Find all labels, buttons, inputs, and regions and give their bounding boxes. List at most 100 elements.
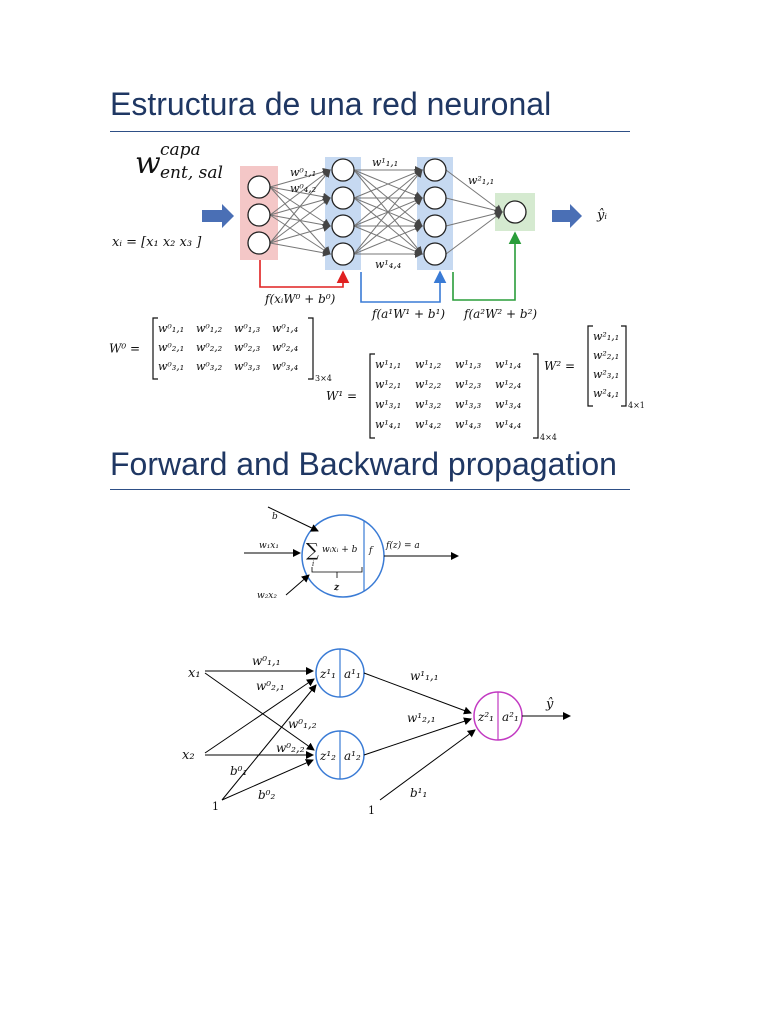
activation-f0: f(xᵢW⁰ + b⁰) <box>264 292 336 306</box>
z-brace <box>311 567 363 578</box>
single-neuron-diagram: ∑ b w₁x₁ w₂x₂ wᵢxᵢ + b i f z f(z) = a <box>244 506 459 601</box>
matW1-cell: w¹₃,₃ <box>455 398 481 411</box>
matW1-cell: w¹₃,₂ <box>415 398 441 411</box>
w2x2-arrow <box>285 574 310 596</box>
matW1-cell: w¹₃,₁ <box>375 398 401 411</box>
neuron-sum-label: wᵢxᵢ + b <box>322 545 358 555</box>
out-a: a²₁ <box>502 710 519 724</box>
matW1-dimension: 4×4 <box>540 433 557 442</box>
matW1-cell: w¹₄,₂ <box>415 418 441 431</box>
bias-input-2: 1 <box>368 804 375 817</box>
edge-w11-1: w¹₁,₁ <box>410 669 439 683</box>
neuron-b-label: b <box>272 512 278 522</box>
activation-f2: f(a²W² + b²) <box>463 307 537 321</box>
output-arrow-icon <box>552 204 582 228</box>
matW2-dimension: 4×1 <box>628 401 645 410</box>
matW0-cell: w⁰₃,₁ <box>158 360 184 373</box>
matW0-label: W⁰ = <box>109 342 140 356</box>
activation-path-red <box>259 260 350 288</box>
matW0-dimension: 3×4 <box>315 374 332 383</box>
neuron-l2-n2 <box>423 214 447 238</box>
sum-symbol: ∑ <box>306 540 319 561</box>
activation-f1: f(a¹W¹ + b¹) <box>371 307 445 321</box>
weight-w11-2: w²₁,₁ <box>468 174 494 187</box>
activation-path-blue <box>360 270 447 303</box>
neuron-l1-n3 <box>331 242 355 266</box>
yhat-label: ŷ <box>545 697 554 712</box>
neuron-l0-n2 <box>247 231 271 255</box>
matW1-brackets <box>369 353 539 439</box>
bias-input-1: 1 <box>212 800 219 813</box>
n1-a: a¹₁ <box>344 667 361 681</box>
n1-z: z¹₁ <box>319 667 336 681</box>
edge-w11-0: w⁰₁,₁ <box>252 654 281 668</box>
title-underline-2 <box>110 489 630 490</box>
neuron-sum-index: i <box>312 560 314 568</box>
matW0-cell: w⁰₂,₃ <box>234 341 260 354</box>
neuron-w2x2-label: w₂x₂ <box>257 591 277 601</box>
matW1-cell: w¹₄,₁ <box>375 418 401 431</box>
input-arrow-icon <box>202 204 234 228</box>
n2-a: a¹₂ <box>344 749 361 763</box>
neuron-z-label: z <box>333 583 340 593</box>
weight-superscript: capa <box>160 140 201 160</box>
matW1-cell: w¹₁,₃ <box>455 358 481 371</box>
matW0-cell: w⁰₂,₄ <box>272 341 298 354</box>
matW0-cell: w⁰₁,₄ <box>272 322 298 335</box>
small-network-diagram: x₁ x₂ 1 1 w⁰₁,₁ w⁰₂,₁ w⁰₁,₂ w⁰₂,₂ b⁰₁ b⁰… <box>182 648 571 817</box>
matW0-cell: w⁰₁,₁ <box>158 322 184 335</box>
section-title-structure: Estructura de una red neuronal <box>110 86 552 122</box>
matW1-cell: w¹₂,₁ <box>375 378 401 391</box>
matW1-cell: w¹₄,₃ <box>455 418 481 431</box>
matW2-cell: w²₁,₁ <box>593 330 619 343</box>
matW0-cell: w⁰₁,₃ <box>234 322 260 335</box>
matrix-W0: W⁰ = w⁰₁,₁ w⁰₁,₂ w⁰₁,₃ w⁰₁,₄ w⁰₂,₁ w⁰₂,₂ w⁰₂,₃ w… <box>109 317 332 383</box>
matW1-cell: w¹₂,₂ <box>415 378 441 391</box>
edge-w21-0: w⁰₂,₁ <box>256 679 285 693</box>
matW2-cell: w²₂,₁ <box>593 349 619 362</box>
neuron-l1-n2 <box>331 214 355 238</box>
title-underline <box>110 131 630 132</box>
edge-b1-1: b¹₁ <box>410 786 427 800</box>
edge-b2-0: b⁰₂ <box>258 788 275 802</box>
weight-w42-0: w⁰₄,₂ <box>290 182 316 195</box>
edge-b1-0: b⁰₁ <box>230 764 247 778</box>
matW1-label: W¹ = <box>326 389 357 403</box>
neuron-l0-n0 <box>247 175 271 199</box>
matW1-cell: w¹₂,₃ <box>455 378 481 391</box>
neuron-output-label: f(z) = a <box>385 540 420 551</box>
matW1-cell: w¹₁,₂ <box>415 358 441 371</box>
network-neurons <box>247 158 527 266</box>
bias-arrow <box>267 506 319 532</box>
network-connections <box>269 166 503 258</box>
matW0-brackets <box>152 317 314 380</box>
weight-w44-1: w¹₄,₄ <box>375 258 401 271</box>
matW1-cell: w¹₄,₄ <box>495 418 521 431</box>
matW2-cell: w²₄,₁ <box>593 387 619 400</box>
out-z: z²₁ <box>477 710 494 724</box>
matW0-cell: w⁰₂,₂ <box>196 341 222 354</box>
input-x1: x₁ <box>188 666 201 681</box>
neuron-l1-n1 <box>331 186 355 210</box>
matW0-cell: w⁰₃,₃ <box>234 360 260 373</box>
input-x2: x₂ <box>182 748 195 763</box>
weight-notation: w capa ent, sal <box>135 140 223 183</box>
output-label: ŷᵢ <box>596 208 607 223</box>
neuron-l0-n1 <box>247 203 271 227</box>
matW0-cell: w⁰₁,₂ <box>196 322 222 335</box>
weight-subscript: ent, sal <box>160 163 223 183</box>
network-edges <box>204 667 571 801</box>
matW1-cell: w¹₃,₄ <box>495 398 521 411</box>
neuron-f-label: f <box>368 546 374 556</box>
matW1-cell: w¹₂,₄ <box>495 378 521 391</box>
neuron-l3-n0 <box>503 200 527 224</box>
input-vector-label: xᵢ = [x₁ x₂ x₃ ] <box>112 235 202 250</box>
weight-symbol: w <box>135 146 161 181</box>
neuron-l2-n3 <box>423 242 447 266</box>
matW2-brackets <box>587 325 627 407</box>
neuron-l2-n1 <box>423 186 447 210</box>
matW0-cell: w⁰₂,₁ <box>158 341 184 354</box>
